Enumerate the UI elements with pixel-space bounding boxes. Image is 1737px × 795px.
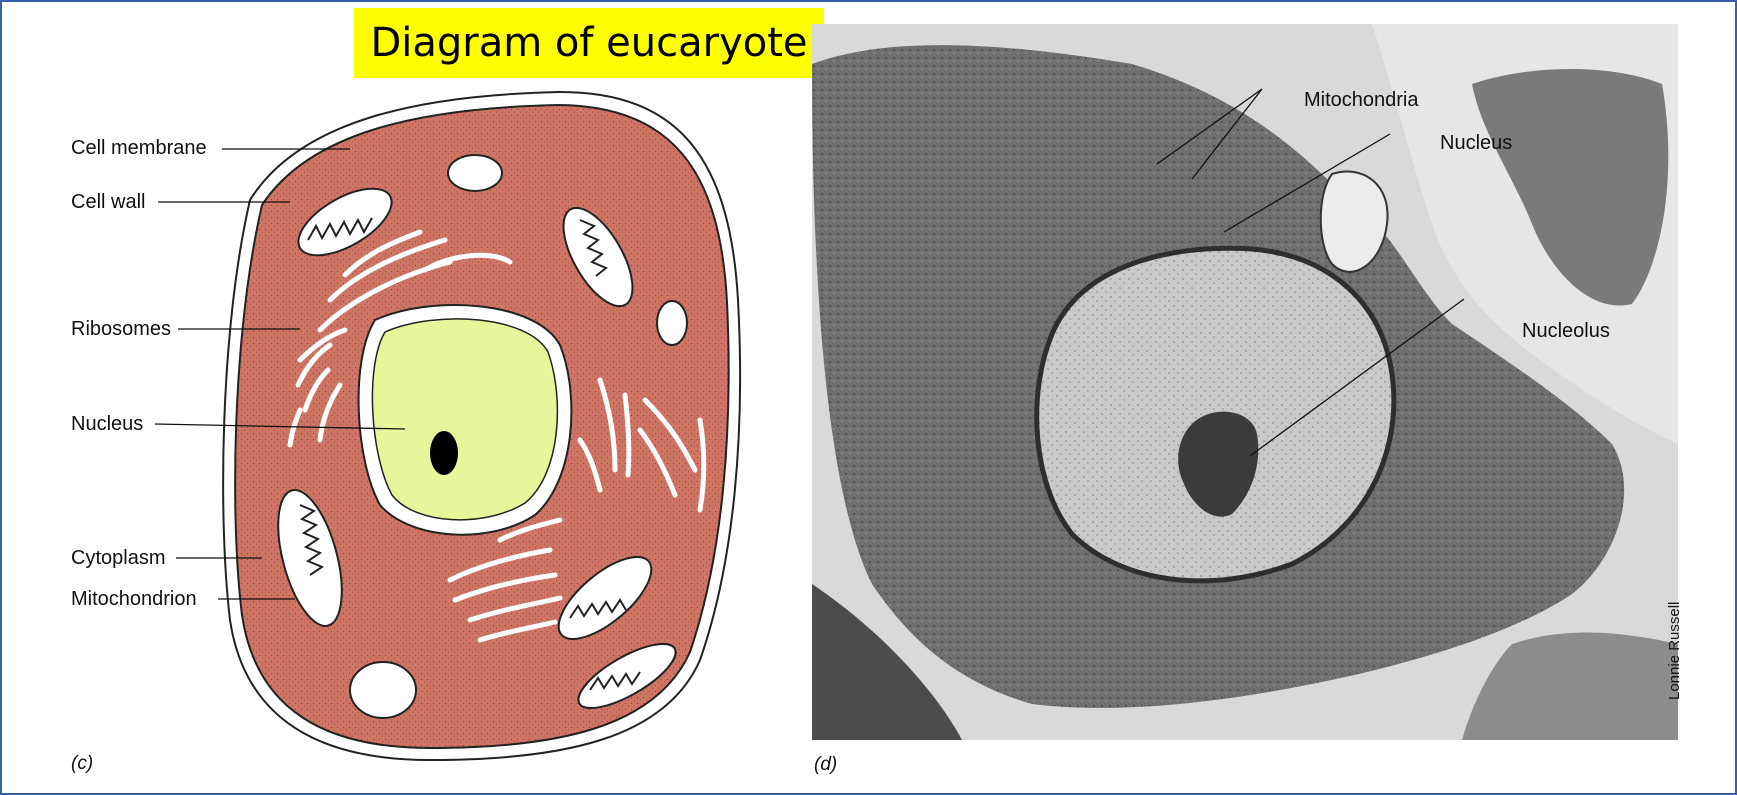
- vacuole: [448, 155, 502, 191]
- label-mitochondria: Mitochondria: [1304, 89, 1419, 112]
- nucleolus: [430, 431, 458, 475]
- label-nucleolus: Nucleolus: [1522, 320, 1610, 343]
- panel-tag-d: (d): [814, 754, 837, 776]
- cell-diagram: [0, 0, 812, 795]
- label-cell-wall: Cell wall: [71, 191, 145, 214]
- label-mitochondrion: Mitochondrion: [71, 588, 197, 611]
- nucleus: [372, 319, 557, 520]
- photo-credit: Lonnie Russell: [1666, 602, 1683, 700]
- label-ribosomes: Ribosomes: [71, 318, 171, 341]
- label-nucleus: Nucleus: [71, 413, 143, 436]
- label-cell-membrane: Cell membrane: [71, 137, 207, 160]
- panel-tag-c: (c): [71, 753, 93, 775]
- electron-micrograph: [812, 24, 1678, 740]
- label-em-nucleus: Nucleus: [1440, 132, 1512, 155]
- vacuole: [657, 301, 687, 345]
- label-cytoplasm: Cytoplasm: [71, 547, 165, 570]
- vacuole: [350, 662, 416, 718]
